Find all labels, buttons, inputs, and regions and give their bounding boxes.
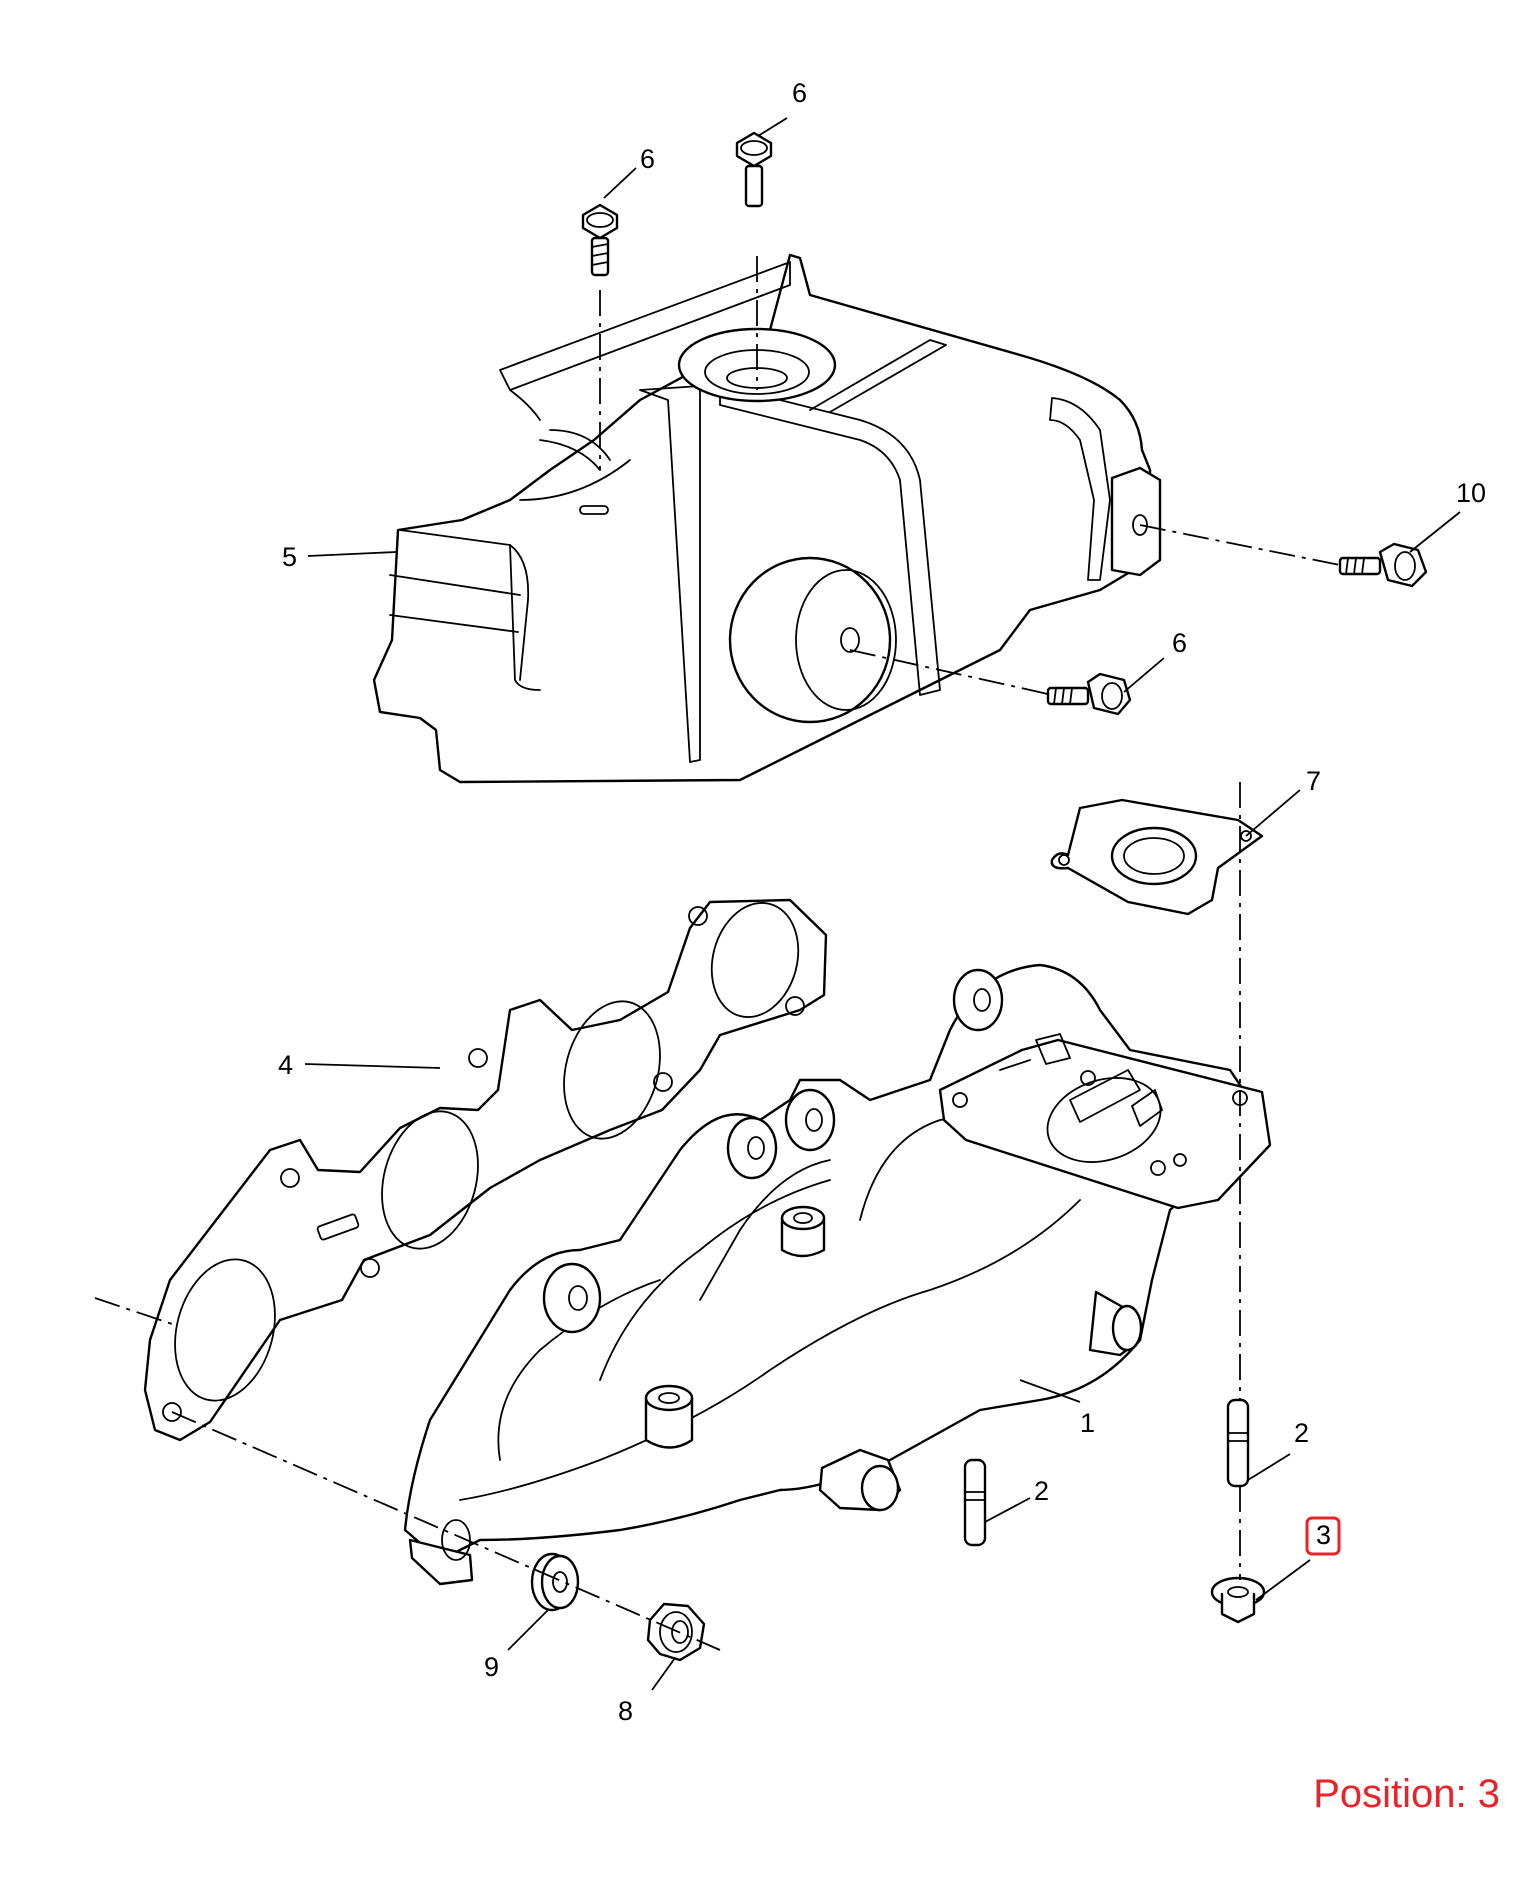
callout-3-highlight (1305, 1516, 1341, 1556)
leader-lines (304, 117, 1461, 1691)
stud-right (1226, 1398, 1250, 1488)
callout-5: 5 (282, 542, 297, 572)
bolt-top-right (735, 131, 773, 208)
flange-nut (1210, 1576, 1266, 1624)
callout-2-center: 2 (1034, 1476, 1049, 1506)
callout-6-side: 6 (1172, 628, 1187, 658)
bolt-side (1046, 672, 1132, 716)
bolt-bracket (1338, 542, 1428, 588)
callout-7: 7 (1306, 766, 1321, 796)
position-label: Position: 3 (1313, 1772, 1500, 1816)
center-lines (94, 256, 1341, 1651)
bolt-top-left (581, 203, 619, 277)
callout-2-right: 2 (1294, 1418, 1309, 1448)
exhaust-manifold (403, 963, 1272, 1586)
callout-1: 1 (1080, 1408, 1095, 1438)
callout-10: 10 (1456, 478, 1486, 508)
washer (530, 1552, 580, 1612)
turbo-gasket (1050, 798, 1264, 916)
callout-6-top-left: 6 (640, 144, 655, 174)
callout-3[interactable]: 3 (1316, 1520, 1331, 1550)
manifold-gasket (143, 898, 828, 1442)
nut-8 (646, 1602, 706, 1662)
callout-4: 4 (278, 1050, 293, 1080)
callout-6-top-right: 6 (792, 78, 807, 108)
callout-9: 9 (484, 1652, 499, 1682)
stud-center (963, 1458, 987, 1547)
callout-labels: 1 2 2 3 4 5 6 6 6 7 8 9 10 (278, 78, 1486, 1726)
heat-shield (372, 253, 1162, 784)
callout-8: 8 (618, 1696, 633, 1726)
